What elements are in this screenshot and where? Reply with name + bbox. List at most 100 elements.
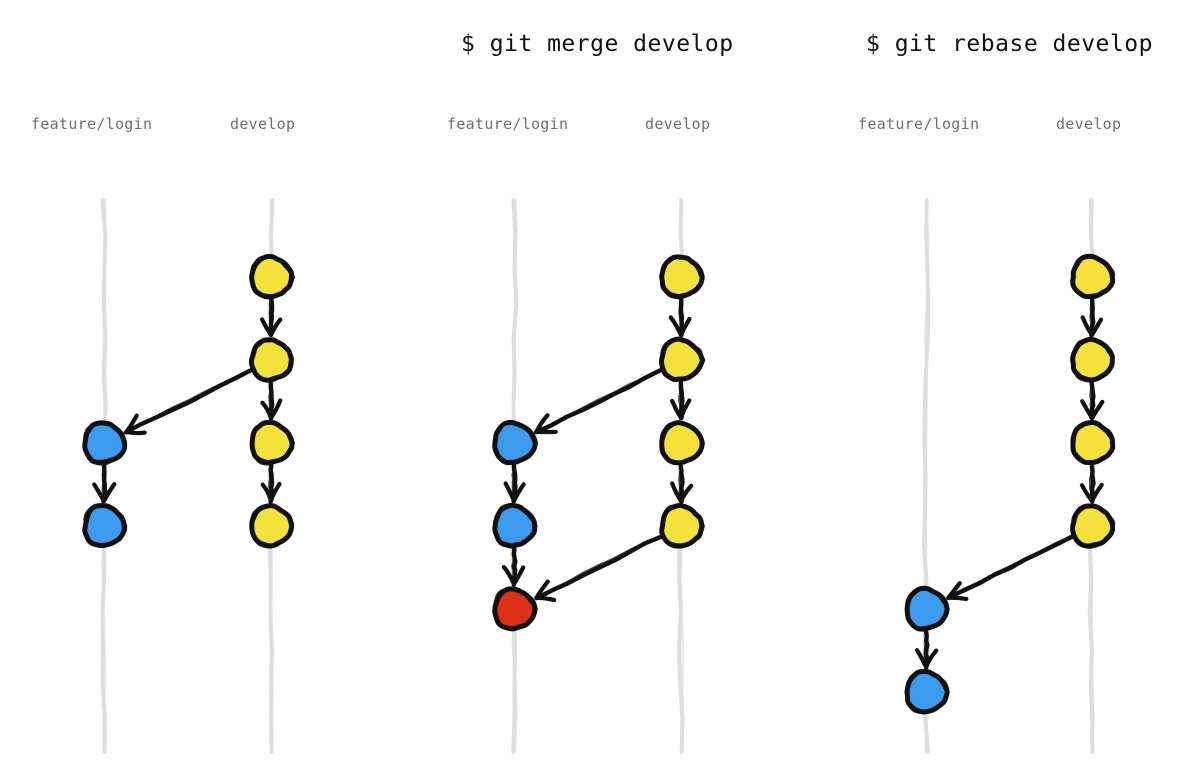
commit-fill bbox=[85, 506, 123, 544]
arrow-f1-to-f2 bbox=[92, 463, 117, 504]
commit-outline-2 bbox=[250, 421, 295, 466]
commit-node-d4[interactable] bbox=[659, 502, 705, 549]
commit-node-d3[interactable] bbox=[659, 420, 705, 466]
commit-node-f1[interactable] bbox=[82, 420, 128, 466]
commit-outline-2 bbox=[1070, 254, 1116, 300]
arrow-head-barb-2 bbox=[946, 595, 969, 602]
commit-outline-2 bbox=[660, 338, 706, 382]
commit-fill bbox=[907, 589, 946, 627]
commit-outline-2 bbox=[660, 504, 705, 549]
commit-fill bbox=[495, 423, 533, 462]
arrow-head-barb-2 bbox=[678, 483, 694, 504]
arrow-head-barb-2 bbox=[268, 398, 283, 421]
commit-fill bbox=[251, 423, 290, 462]
arrow-shaft bbox=[946, 534, 1074, 600]
commit-fill bbox=[662, 257, 700, 295]
commit-node-d1[interactable] bbox=[1070, 253, 1116, 300]
commit-node-d4[interactable] bbox=[249, 503, 295, 549]
branch-label-before-feature: feature/login bbox=[31, 115, 153, 133]
arrow-head-barb-2 bbox=[678, 398, 692, 421]
commit-node-d2[interactable] bbox=[248, 337, 294, 383]
arrow-d2-to-d3 bbox=[260, 380, 283, 421]
arrow-d2-to-d3 bbox=[670, 380, 692, 421]
commit-outline-2 bbox=[83, 503, 128, 548]
arrow-shaft bbox=[1089, 298, 1094, 336]
commit-outline-2 bbox=[493, 421, 538, 465]
commit-outline-2 bbox=[493, 503, 538, 549]
panel-title-merge: $ git merge develop bbox=[461, 31, 734, 57]
commit-fill bbox=[1073, 340, 1111, 378]
arrow-head-barb-2 bbox=[124, 429, 147, 436]
arrow-d3-to-d4 bbox=[260, 463, 282, 504]
commit-node-f1[interactable] bbox=[904, 585, 950, 632]
arrow-shaft bbox=[678, 299, 683, 336]
arrow-shaft bbox=[678, 381, 683, 420]
arrow-d3-to-d4 bbox=[1079, 464, 1104, 504]
commit-outline-2 bbox=[1070, 338, 1115, 383]
commit-outline-2 bbox=[493, 587, 538, 632]
arrow-shaft bbox=[101, 464, 106, 503]
commit-outline-2 bbox=[660, 254, 705, 300]
commit-node-d1[interactable] bbox=[659, 254, 705, 300]
commit-outline-2 bbox=[905, 669, 950, 714]
commit-fill bbox=[1072, 257, 1111, 296]
commit-node-d2[interactable] bbox=[1070, 336, 1115, 383]
commit-node-d2[interactable] bbox=[658, 336, 706, 382]
commit-fill bbox=[495, 506, 534, 544]
commit-node-d3[interactable] bbox=[1070, 420, 1116, 465]
arrow-d1-to-d2 bbox=[1080, 298, 1104, 338]
arrow-head-barb-2 bbox=[1089, 317, 1104, 338]
arrow-head-barb-2 bbox=[268, 317, 283, 338]
arrow-f2-to-m1 bbox=[501, 547, 526, 587]
arrow-head-barb-2 bbox=[1089, 482, 1104, 504]
commit-outline-2 bbox=[249, 338, 294, 383]
commit-fill bbox=[252, 506, 290, 545]
commit-node-f1[interactable] bbox=[492, 419, 538, 466]
arrow-shaft bbox=[1088, 465, 1094, 502]
branch-label-rebase-feature: feature/login bbox=[858, 115, 980, 133]
commit-node-m1[interactable] bbox=[492, 586, 538, 632]
commit-node-f2[interactable] bbox=[82, 503, 128, 549]
arrow-head-barb-2 bbox=[923, 648, 939, 670]
arrow-d2-to-f1 bbox=[123, 368, 253, 436]
arrow-shaft bbox=[511, 547, 516, 586]
commit-outline-2 bbox=[659, 420, 705, 466]
arrow-head-barb-2 bbox=[511, 482, 526, 504]
arrow-shaft bbox=[268, 299, 273, 336]
commit-node-d4[interactable] bbox=[1070, 503, 1116, 549]
branch-label-merge-develop: develop bbox=[645, 115, 711, 133]
arrow-d2-to-f1 bbox=[533, 368, 663, 435]
commit-fill bbox=[906, 673, 945, 710]
arrow-f1-to-f2 bbox=[503, 463, 526, 504]
arrow-d1-to-d2 bbox=[668, 297, 692, 338]
arrow-shaft bbox=[678, 464, 683, 503]
branch-label-before-develop: develop bbox=[230, 115, 296, 133]
arrow-head-barb-2 bbox=[534, 595, 557, 603]
commit-outline-2 bbox=[249, 255, 296, 300]
arrow-d3-to-d4 bbox=[670, 464, 694, 504]
arrow-shaft bbox=[125, 369, 252, 434]
commit-outline-2 bbox=[249, 504, 294, 549]
commit-fill bbox=[252, 341, 291, 378]
arrow-shaft bbox=[535, 535, 662, 600]
commit-node-d3[interactable] bbox=[249, 419, 295, 466]
arrow-head-barb-2 bbox=[678, 316, 692, 338]
arrow-head-barb-2 bbox=[101, 482, 117, 504]
arrow-d4-to-f1 bbox=[946, 534, 1075, 602]
arrow-d2-to-d3 bbox=[1080, 380, 1105, 421]
commit-node-f2[interactable] bbox=[904, 668, 950, 715]
commit-fill bbox=[84, 423, 124, 462]
commit-outline-2 bbox=[1071, 503, 1116, 549]
branch-label-merge-feature: feature/login bbox=[447, 115, 569, 133]
arrow-shaft bbox=[535, 369, 662, 434]
commit-node-f2[interactable] bbox=[492, 502, 538, 549]
arrow-d4-to-m1 bbox=[534, 534, 664, 603]
commit-node-d1[interactable] bbox=[249, 253, 296, 300]
branch-label-rebase-develop: develop bbox=[1056, 115, 1122, 133]
commit-outline-2 bbox=[1070, 420, 1115, 465]
commit-fill bbox=[1073, 423, 1111, 462]
arrow-head-barb-2 bbox=[268, 481, 282, 504]
arrow-head-barb-2 bbox=[511, 565, 526, 587]
